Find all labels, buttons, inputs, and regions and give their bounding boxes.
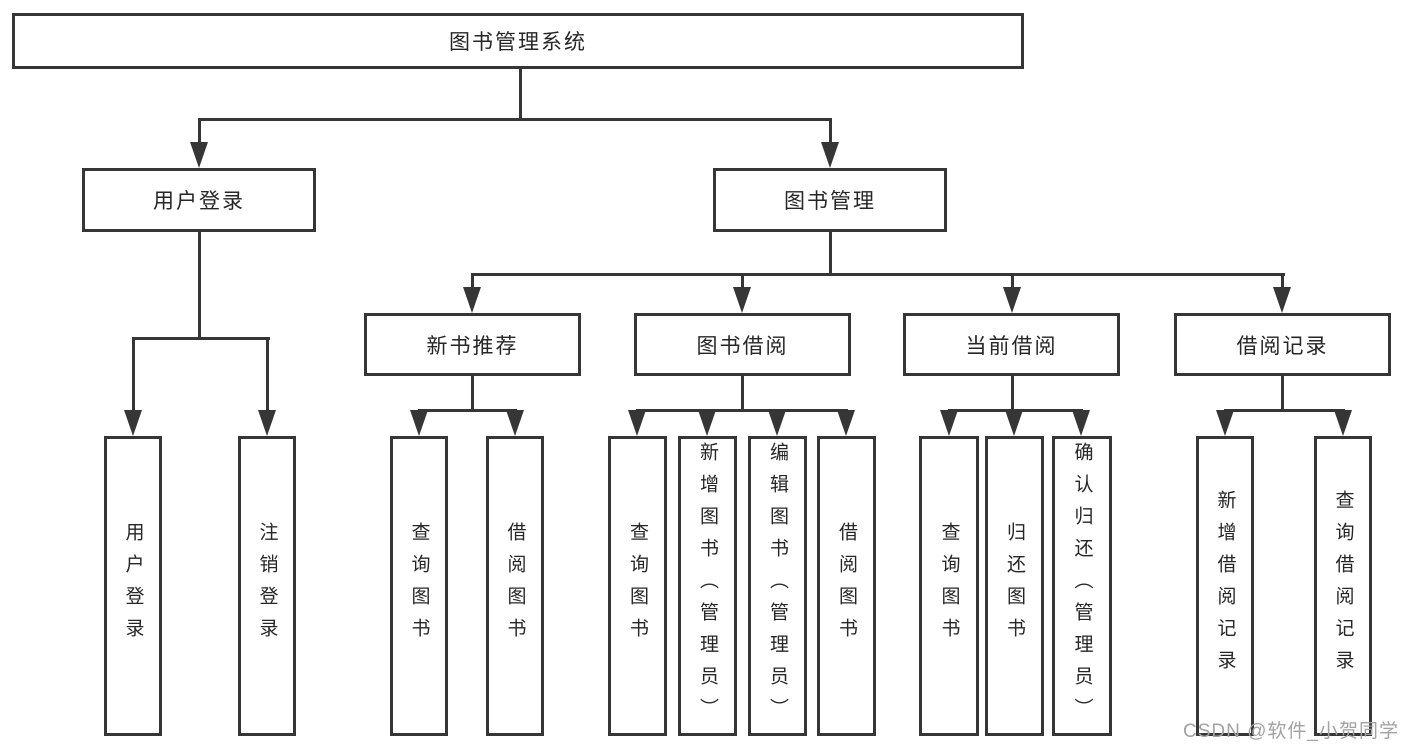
arrow-down-icon: [733, 287, 751, 313]
node-library-management-system: 图书管理系统: [12, 13, 1024, 69]
arrow-down-icon: [1273, 287, 1291, 313]
node-current-borrowing: 当前借阅: [903, 313, 1120, 376]
connector-line: [1011, 273, 1014, 291]
leaf-edit-book-admin: 编辑图书（管理员）: [748, 436, 807, 736]
connector-line: [266, 337, 269, 415]
connector-line: [418, 409, 517, 412]
connector-line: [741, 273, 744, 291]
connector-line: [471, 273, 474, 291]
connector-line: [1281, 376, 1284, 412]
leaf-return-book: 归还图书: [985, 436, 1044, 736]
leaf-logout-login: 注销登录: [238, 436, 296, 736]
arrow-down-icon: [1005, 410, 1023, 436]
connector-line: [1281, 273, 1284, 291]
connector-line: [829, 232, 832, 276]
node-user-login: 用户登录: [82, 168, 316, 232]
connector-line: [132, 337, 135, 415]
arrow-down-icon: [1334, 410, 1352, 436]
arrow-down-icon: [463, 287, 481, 313]
arrow-down-icon: [1003, 287, 1021, 313]
leaf-query-borrow-record: 查询借阅记录: [1314, 436, 1372, 736]
node-borrowing-records: 借阅记录: [1174, 313, 1391, 376]
connector-line: [829, 118, 832, 146]
leaf-query-book-recommend: 查询图书: [390, 436, 448, 736]
connector-line: [636, 409, 848, 412]
connector-root-stem: [519, 69, 522, 121]
connector-root-bar: [198, 118, 832, 121]
connector-line: [471, 376, 474, 412]
arrow-down-icon: [258, 410, 276, 436]
connector-line: [132, 337, 270, 340]
arrow-down-icon: [124, 410, 142, 436]
connector-line: [198, 118, 201, 146]
arrow-down-icon: [1072, 410, 1090, 436]
arrow-down-icon: [506, 410, 524, 436]
arrow-down-icon: [628, 410, 646, 436]
leaf-query-book-borrowing: 查询图书: [608, 436, 667, 736]
arrow-down-icon: [698, 410, 716, 436]
leaf-borrow-book-recommend: 借阅图书: [486, 436, 544, 736]
node-book-borrowing: 图书借阅: [634, 313, 851, 376]
connector-line: [471, 273, 1285, 276]
connector-line: [1011, 376, 1014, 412]
leaf-user-login: 用户登录: [104, 436, 162, 736]
leaf-add-book-admin: 新增图书（管理员）: [678, 436, 737, 736]
leaf-borrow-book-borrowing: 借阅图书: [817, 436, 876, 736]
connector-line: [741, 376, 744, 412]
node-book-management: 图书管理: [713, 168, 947, 232]
arrow-down-icon: [1216, 410, 1234, 436]
node-new-book-recommendation: 新书推荐: [364, 313, 581, 376]
leaf-query-book-current: 查询图书: [919, 436, 979, 736]
arrow-down-icon: [190, 142, 208, 168]
arrow-down-icon: [821, 142, 839, 168]
connector-line: [1224, 409, 1345, 412]
leaf-confirm-return-admin: 确认归还（管理员）: [1052, 436, 1112, 736]
csdn-watermark: CSDN @软件_小贺同学: [1183, 721, 1399, 742]
connector-line: [198, 232, 201, 340]
arrow-down-icon: [768, 410, 786, 436]
arrow-down-icon: [837, 410, 855, 436]
arrow-down-icon: [410, 410, 428, 436]
arrow-down-icon: [940, 410, 958, 436]
leaf-add-borrow-record: 新增借阅记录: [1196, 436, 1254, 736]
